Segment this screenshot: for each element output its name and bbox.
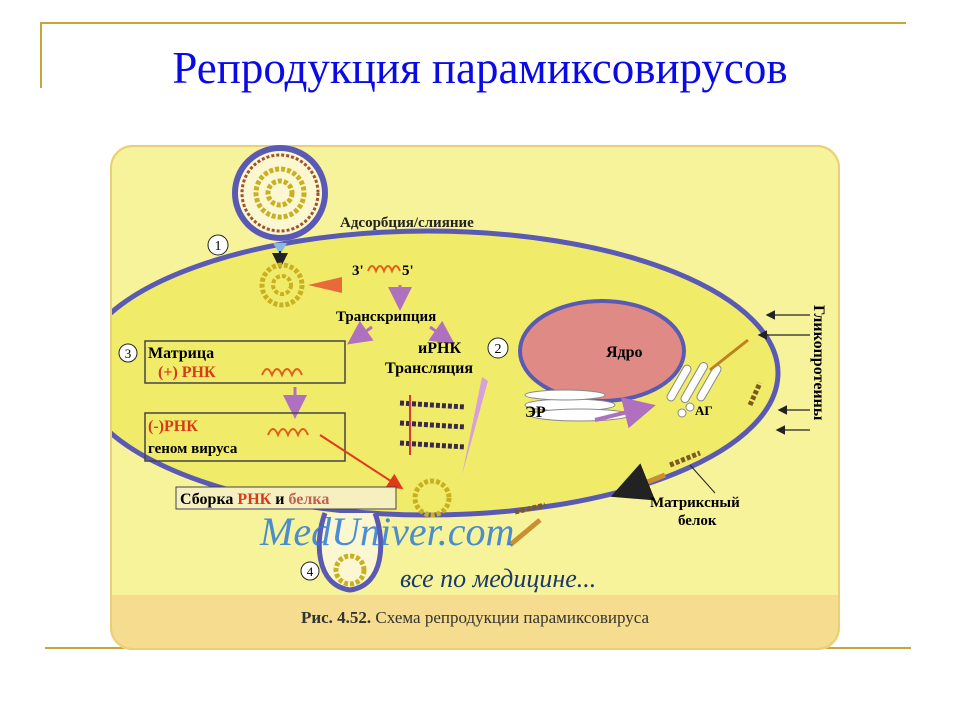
step-3-marker: 3 (125, 346, 132, 361)
label-minus-rna: (-)РНК (148, 418, 198, 435)
step-4-marker: 4 (307, 564, 314, 579)
label-matrix-protein-1: Матриксный (650, 495, 740, 511)
label-glycoproteins: Гликопротеины (810, 305, 827, 421)
matrix-protein-icon (514, 381, 763, 515)
step-1-marker: 1 (215, 239, 222, 254)
label-5prime: 5' (402, 263, 414, 279)
watermark-site: MedUniver.com (259, 509, 514, 554)
polysome-icon (399, 395, 466, 455)
left-rule (40, 22, 42, 88)
label-matrix: Матрица (148, 345, 214, 362)
assembling-nucleocapsid-icon (412, 478, 452, 518)
label-transcription: Транскрипция (336, 309, 436, 325)
figure-caption: Рис. 4.52. Схема репродукции парамиксови… (301, 608, 650, 627)
label-mrna: иРНК (418, 340, 461, 357)
slide-title: Репродукция парамиксовирусов (172, 43, 788, 93)
label-golgi: АГ (695, 403, 713, 418)
matrix-rna-box (144, 340, 346, 384)
label-nucleus: Ядро (606, 344, 643, 361)
label-3prime: 3' (352, 263, 364, 279)
label-virus-genome: геном вируса (148, 441, 238, 457)
top-rule (40, 22, 906, 24)
genome-rna-box (144, 412, 346, 462)
paramyxovirus-reproduction-diagram: Адсорбция/слияние 1 3' 5' Транскрипция 3… (110, 145, 840, 650)
label-assembly: Сборка РНК и белка (180, 491, 329, 508)
label-er: ЭР (525, 404, 546, 421)
assembly-box (175, 486, 397, 510)
nucleocapsid-icon (259, 262, 342, 308)
label-matrix-protein-2: белок (678, 513, 717, 529)
step-2-marker: 2 (495, 342, 502, 357)
rna-strand-icon (367, 265, 401, 274)
translation-arrow (462, 377, 488, 475)
label-adsorption: Адсорбция/слияние (340, 215, 474, 231)
glycoprotein-arrows (757, 310, 810, 435)
label-translation: Трансляция (385, 360, 473, 377)
nucleus (518, 299, 686, 403)
virion-icon (232, 145, 328, 269)
watermark-slogan: все по медицине... (400, 564, 596, 593)
label-plus-rna: (+) РНК (158, 364, 216, 381)
golgi-icon (666, 362, 722, 418)
